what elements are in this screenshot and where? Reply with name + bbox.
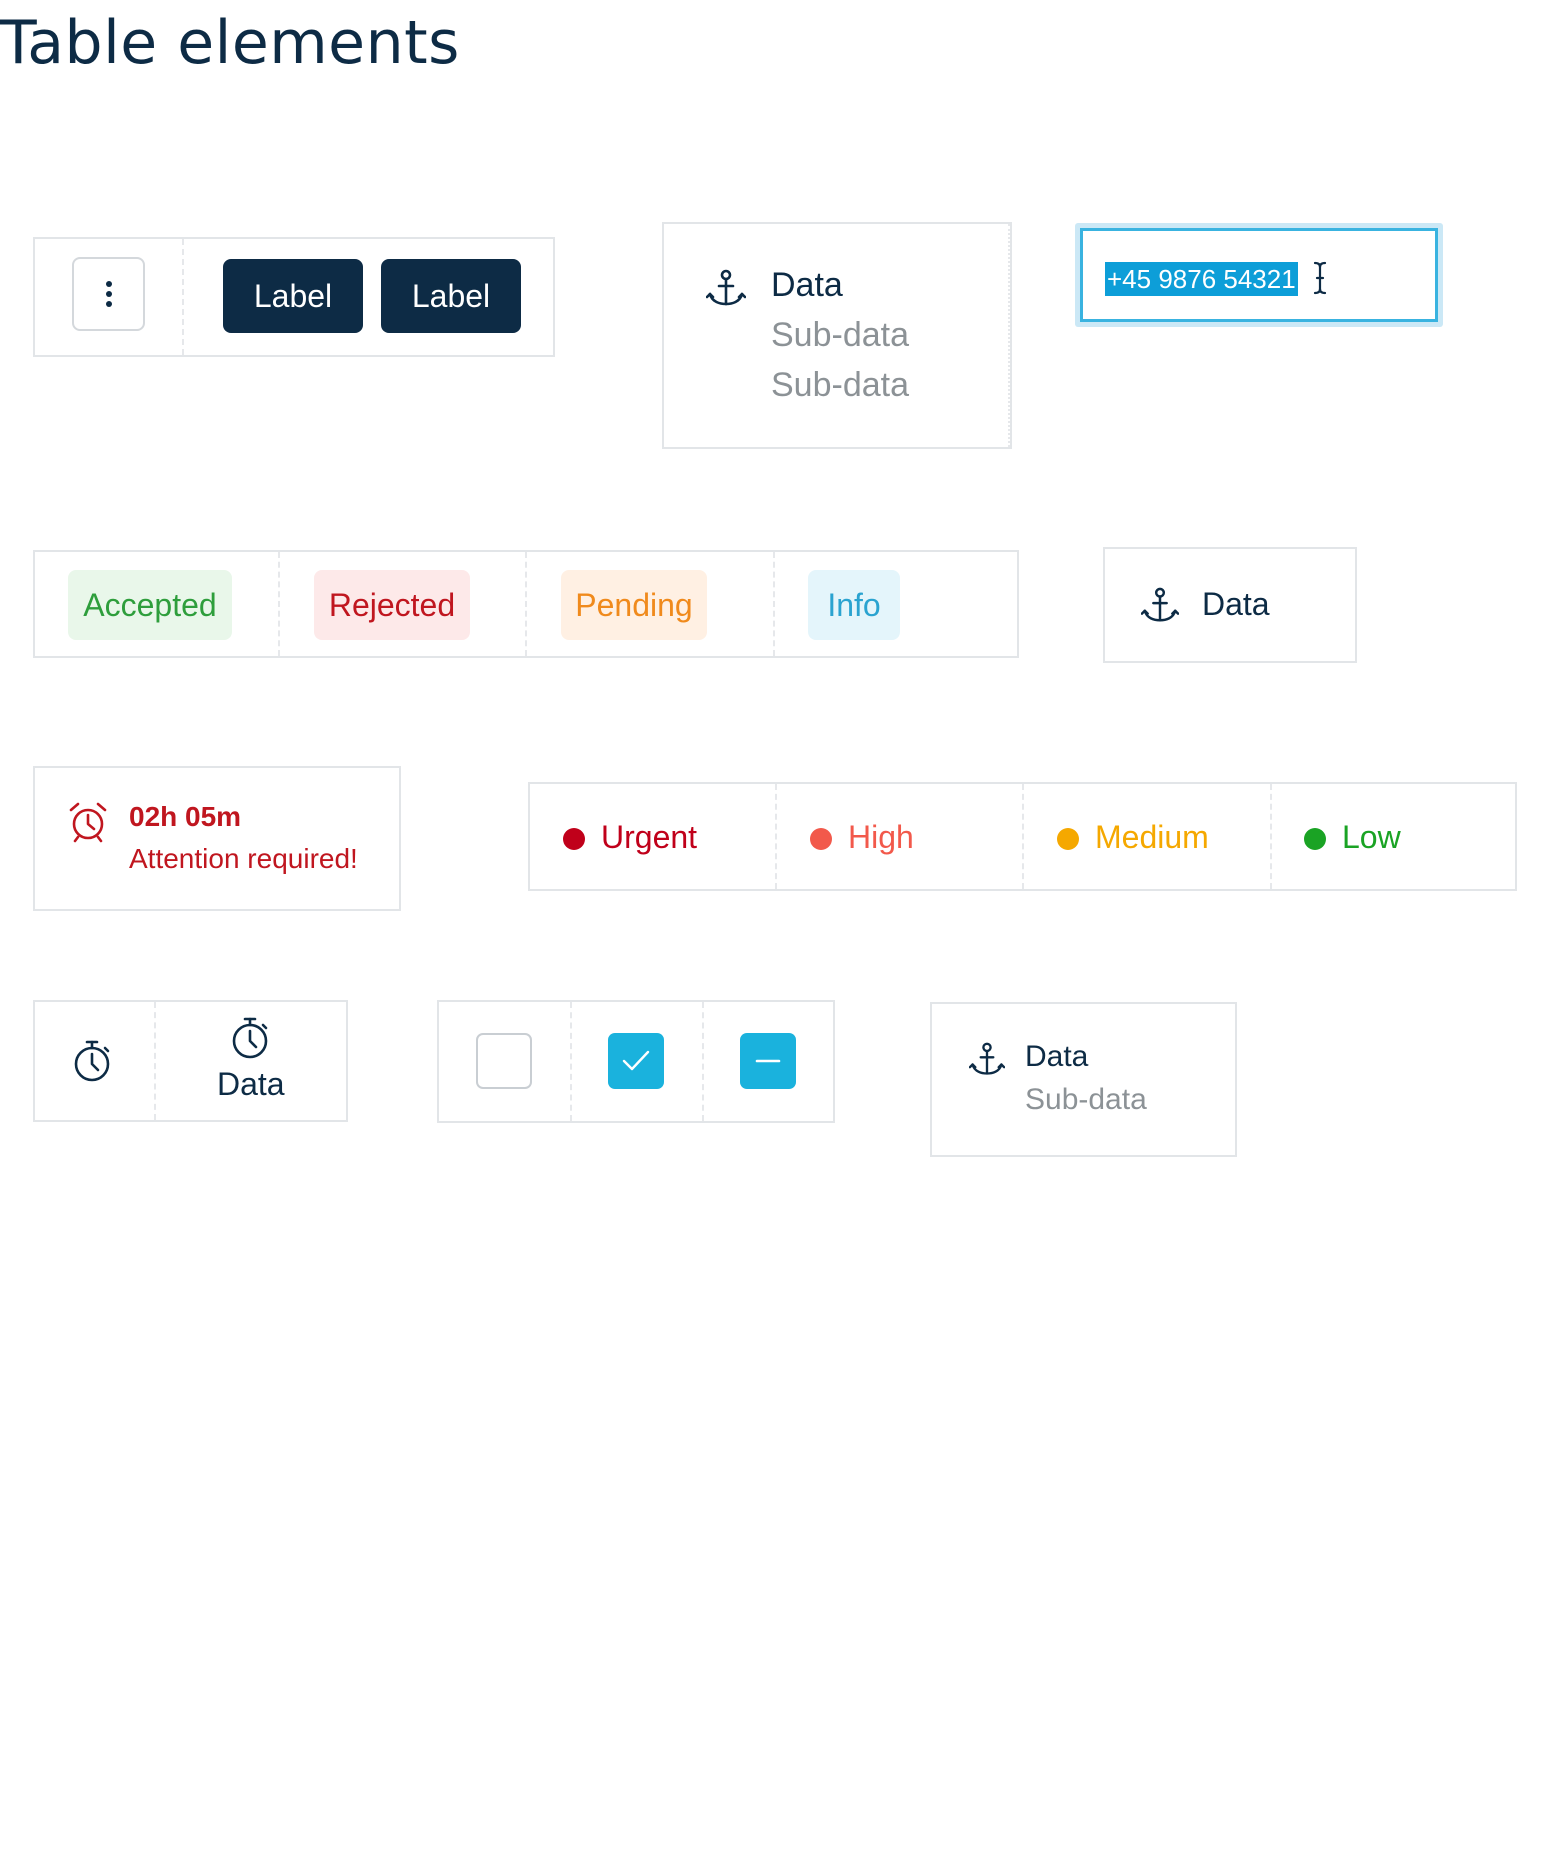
timer-data-value: Data	[217, 1066, 285, 1102]
cell-divider	[278, 552, 280, 656]
cell-divider	[525, 552, 527, 656]
priority-dot-high	[810, 828, 832, 850]
cell-edge-divider	[1008, 224, 1010, 447]
priority-dot-medium	[1057, 828, 1079, 850]
cell-divider	[775, 784, 777, 889]
cell-divider	[182, 239, 184, 355]
cell-divider	[773, 552, 775, 656]
sub-data-value: Sub-data	[1025, 1083, 1147, 1116]
label-button-2[interactable]: Label	[381, 259, 521, 333]
data-cell-single: Data	[1103, 547, 1357, 663]
anchor-icon	[1141, 587, 1179, 622]
stopwatch-icon	[232, 1017, 268, 1059]
kebab-menu-icon	[105, 281, 112, 307]
phone-input[interactable]: +45 9876 54321	[1080, 228, 1438, 322]
cell-divider	[570, 1002, 572, 1121]
minus-icon	[755, 1059, 781, 1063]
priority-label-low: Low	[1342, 819, 1401, 855]
timer-cells: Data	[33, 1000, 348, 1122]
priority-label-high: High	[848, 819, 914, 855]
status-tag-pending: Pending	[561, 570, 707, 640]
data-cell-two-line: Data Sub-data	[930, 1002, 1237, 1157]
priority-row: Urgent High Medium Low	[528, 782, 1517, 891]
data-value: Data	[771, 266, 843, 304]
checkbox-cells	[437, 1000, 835, 1123]
cell-divider	[1270, 784, 1272, 889]
page-title: Table elements	[0, 8, 460, 78]
data-value: Data	[1025, 1040, 1089, 1073]
cell-divider	[702, 1002, 704, 1121]
data-cell-multi: Data Sub-data Sub-data	[662, 222, 1012, 449]
alert-message: Attention required!	[129, 843, 358, 874]
stopwatch-icon	[74, 1040, 110, 1082]
sub-data-value-1: Sub-data	[771, 316, 909, 354]
actions-cell: Label Label	[33, 237, 555, 357]
cell-divider	[1022, 784, 1024, 889]
alert-cell: 02h 05m Attention required!	[33, 766, 401, 911]
status-tag-rejected: Rejected	[314, 570, 470, 640]
priority-label-medium: Medium	[1095, 819, 1209, 855]
checkbox-checked[interactable]	[608, 1033, 664, 1089]
sub-data-value-2: Sub-data	[771, 366, 909, 404]
label-button-1[interactable]: Label	[223, 259, 363, 333]
priority-label-urgent: Urgent	[601, 819, 698, 855]
alarm-clock-icon	[69, 802, 107, 843]
priority-dot-urgent	[563, 828, 585, 850]
status-tags-row: Accepted Rejected Pending Info	[33, 550, 1019, 658]
phone-input-selected-text: +45 9876 54321	[1105, 262, 1298, 296]
more-options-button[interactable]	[72, 257, 145, 331]
anchor-icon	[969, 1042, 1005, 1075]
status-tag-accepted: Accepted	[68, 570, 232, 640]
checkbox-unchecked[interactable]	[476, 1033, 532, 1089]
checkbox-indeterminate[interactable]	[740, 1033, 796, 1089]
text-cursor-icon	[1313, 261, 1327, 295]
phone-input-focus-ring: +45 9876 54321	[1075, 223, 1443, 327]
cell-divider	[154, 1002, 156, 1120]
anchor-icon	[706, 269, 746, 306]
priority-dot-low	[1304, 828, 1326, 850]
status-tag-info: Info	[808, 570, 900, 640]
data-value: Data	[1202, 586, 1270, 622]
checkmark-icon	[622, 1050, 650, 1071]
alert-time: 02h 05m	[129, 801, 242, 832]
